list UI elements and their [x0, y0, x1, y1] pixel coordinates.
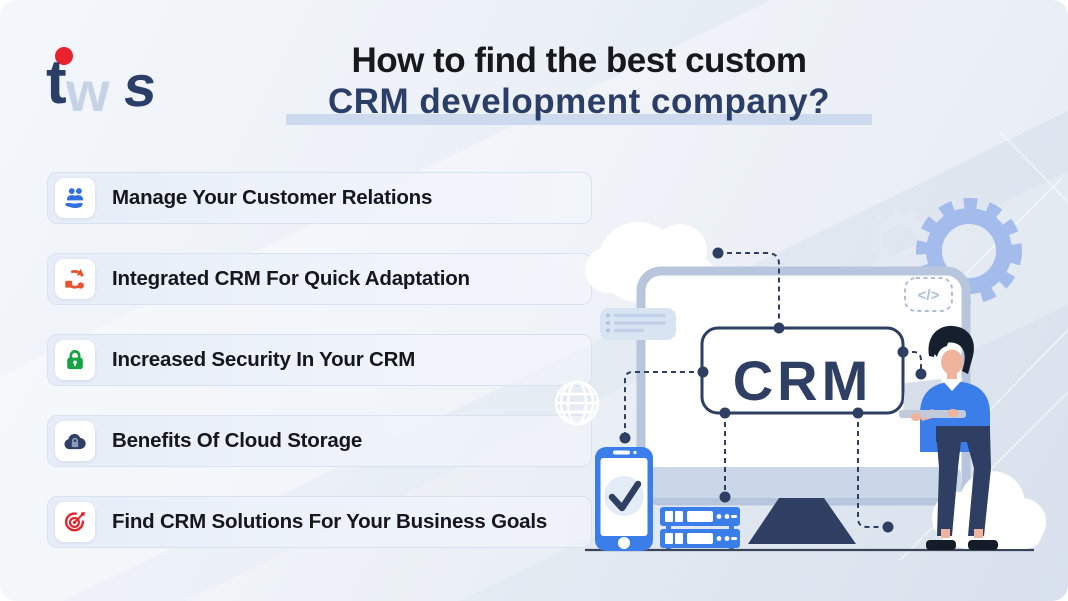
cloud-top [585, 222, 716, 302]
svg-text:</>: </> [918, 287, 940, 304]
integration-arrows-icon [65, 268, 84, 289]
list-item-label: Integrated CRM For Quick Adaptation [112, 267, 470, 290]
list-item-label: Increased Security In Your CRM [112, 348, 416, 371]
laptop-screen [903, 379, 945, 412]
cloud-lock-icon [64, 433, 86, 450]
gear-large-icon [916, 198, 1022, 304]
background-deco-lines [899, 131, 1068, 561]
customer-relations-icon [65, 188, 84, 209]
cloud-bottom [932, 471, 1046, 549]
checklist: Manage Your Customer Relations Integrate… [47, 172, 592, 577]
person [899, 325, 998, 550]
monitor-bottom-bezel [646, 467, 961, 498]
person-hair [928, 325, 974, 374]
connector-dots [619, 247, 927, 533]
code-icon: </> [904, 277, 953, 312]
tws-logo: t w s [44, 36, 194, 140]
crm-label: CRM [733, 349, 873, 412]
target-dart-icon [64, 512, 85, 532]
crm-card: CRM [700, 326, 905, 415]
padlock-icon [67, 350, 83, 370]
page-title: How to find the best custom CRM developm… [234, 40, 924, 125]
list-item-label: Benefits Of Cloud Storage [112, 429, 363, 452]
logo-letter-w: w [66, 60, 110, 123]
person-shoes [926, 540, 956, 550]
laptop-deck [899, 410, 966, 418]
shirt-collar [941, 379, 963, 391]
icon-tile [55, 178, 95, 218]
person-face [941, 349, 963, 375]
list-item: Increased Security In Your CRM [47, 334, 592, 386]
list-item: Benefits Of Cloud Storage [47, 415, 592, 467]
monitor [636, 266, 971, 506]
icon-tile [55, 421, 95, 461]
person-shirt [920, 382, 990, 452]
title-line-1: How to find the best custom [351, 41, 807, 80]
server-rack [660, 507, 740, 550]
gear-small-icon [866, 207, 934, 275]
list-item-label: Find CRM Solutions For Your Business Goa… [112, 510, 548, 533]
title-underline-bar [286, 114, 872, 125]
list-item: Find CRM Solutions For Your Business Goa… [47, 496, 592, 548]
title-line-2: CRM development company? [327, 82, 831, 121]
person-pants [936, 426, 991, 536]
list-item: Manage Your Customer Relations [47, 172, 592, 224]
logo-red-dot [55, 47, 73, 65]
logo-letter-s: s [120, 54, 160, 119]
list-item-label: Manage Your Customer Relations [112, 186, 433, 209]
icon-tile [55, 340, 95, 380]
list-item: Integrated CRM For Quick Adaptation [47, 253, 592, 305]
icon-tile [55, 259, 95, 299]
phone [595, 447, 653, 551]
dashed-connectors [624, 252, 922, 528]
icon-tile [55, 502, 95, 542]
monitor-stand [748, 498, 856, 544]
check-icon [608, 480, 642, 512]
logo-letter-t: t [46, 48, 67, 117]
menu-card [600, 308, 676, 340]
